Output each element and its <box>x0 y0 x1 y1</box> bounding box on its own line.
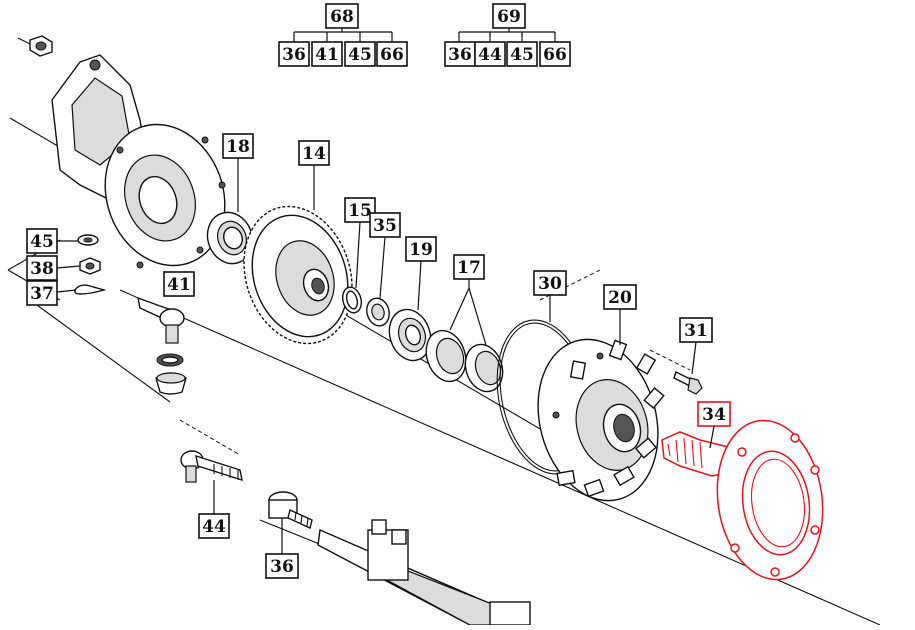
bearing-18 <box>206 211 254 265</box>
callout-37-label: 37 <box>30 284 54 304</box>
callout-45-label: 45 <box>30 232 54 252</box>
callout-15-label: 15 <box>348 201 372 221</box>
callout-14-label: 14 <box>302 144 326 164</box>
callout-14[interactable]: 14 <box>298 140 330 210</box>
group-68-parent: 68 <box>330 7 354 27</box>
callout-19-label: 19 <box>409 240 433 260</box>
callout-38-label: 38 <box>30 259 54 279</box>
ring-gear-14 <box>243 205 353 345</box>
callout-18[interactable]: 18 <box>222 133 254 212</box>
callout-30-label: 30 <box>538 274 562 294</box>
steering-rod <box>317 519 531 626</box>
callout-36[interactable]: 36 <box>265 518 299 579</box>
callout-17-label: 17 <box>457 258 481 278</box>
group-69-child-1: 36 <box>448 45 472 65</box>
bearing-race-17a <box>425 329 467 383</box>
washer-35 <box>366 297 390 327</box>
callout-31[interactable]: 31 <box>679 317 713 375</box>
group-69-child-3: 45 <box>510 45 534 65</box>
group-68-child-2: 41 <box>315 45 339 65</box>
callout-34-label: 34 <box>702 405 726 425</box>
callout-31-label: 31 <box>684 321 708 341</box>
axle-housing <box>51 54 226 269</box>
callout-30[interactable]: 30 <box>533 270 567 322</box>
group-68-child-1: 36 <box>282 45 306 65</box>
bolt-31 <box>673 371 703 395</box>
castle-nut-38 <box>79 257 101 275</box>
washer-45 <box>77 234 99 246</box>
ball-joint-41 <box>137 296 187 395</box>
callout-35[interactable]: 35 <box>369 212 401 299</box>
callout-19[interactable]: 19 <box>405 236 437 311</box>
callout-38[interactable]: 38 <box>26 255 81 281</box>
cotter-pin-37 <box>74 284 107 295</box>
callout-45[interactable]: 45 <box>26 228 78 254</box>
callout-37[interactable]: 37 <box>26 280 77 306</box>
group-68-child-3: 45 <box>348 45 372 65</box>
callout-41-label: 41 <box>167 275 191 295</box>
callout-17[interactable]: 17 <box>449 254 487 346</box>
group-69-parent: 69 <box>497 7 521 27</box>
callout-18-label: 18 <box>226 137 250 157</box>
nut-top-left <box>17 35 53 57</box>
snap-ring-15 <box>341 286 363 314</box>
group-68-child-4: 66 <box>380 45 404 65</box>
callout-34[interactable]: 34 <box>697 401 731 449</box>
bearing-19 <box>388 308 432 362</box>
callout-20[interactable]: 20 <box>603 284 637 345</box>
callout-20-label: 20 <box>608 288 632 308</box>
group-label-68: 68 36 41 45 66 <box>278 3 408 67</box>
callout-35-label: 35 <box>373 216 397 236</box>
callout-44-label: 44 <box>202 517 226 537</box>
callout-41[interactable]: 41 <box>163 271 195 297</box>
axle-flange-34 <box>661 419 824 581</box>
bearing-race-17b <box>464 343 504 393</box>
callout-44[interactable]: 44 <box>198 480 230 539</box>
stud-36 <box>268 491 313 529</box>
tie-rod-end-44 <box>180 450 243 483</box>
group-69-child-2: 44 <box>478 45 502 65</box>
group-label-69: 69 36 44 45 66 <box>444 3 571 67</box>
wheel-hub-20 <box>537 338 665 502</box>
callout-36-label: 36 <box>270 557 294 577</box>
group-69-child-4: 66 <box>543 45 567 65</box>
